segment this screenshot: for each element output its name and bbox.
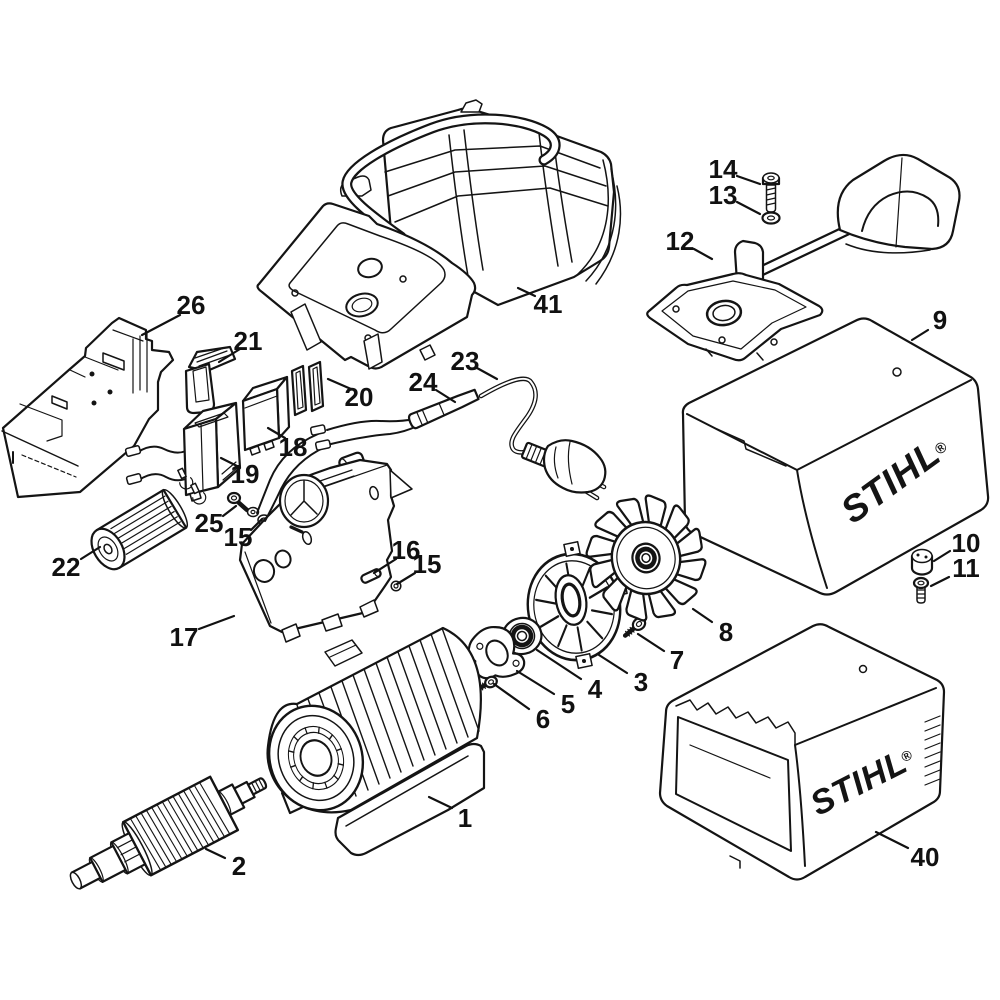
leader-line-9	[910, 328, 930, 342]
leader-line-17	[197, 614, 236, 631]
leader-line-2	[204, 847, 227, 860]
part-number-22: 22	[52, 552, 81, 582]
leader-line-24	[434, 388, 457, 404]
part-number-20: 20	[345, 382, 374, 412]
part-number-21: 21	[234, 326, 263, 356]
leader-line-10	[932, 549, 952, 563]
dial	[278, 473, 330, 529]
part-11-screw	[912, 576, 930, 604]
part-number-41: 41	[534, 289, 563, 319]
part-22-capacitor	[90, 488, 189, 571]
part-number-6: 6	[536, 704, 550, 734]
part-25-screw	[226, 491, 250, 513]
part-20-contact-clips	[290, 360, 325, 417]
leader-line-40	[874, 830, 910, 850]
part-8-fan-wheel	[584, 493, 708, 623]
leader-line-23	[475, 366, 499, 381]
part-number-18: 18	[279, 432, 308, 462]
part-10-bushing	[910, 548, 934, 576]
leader-line-5	[515, 669, 556, 696]
leader-line-11	[929, 575, 951, 588]
leader-line-16	[372, 557, 398, 575]
part-number-12: 12	[666, 226, 695, 256]
leader-line-25	[221, 504, 238, 518]
part-number-7: 7	[670, 645, 684, 675]
part-26-switch-housing	[1, 316, 175, 499]
part-23-power-cord	[256, 376, 607, 522]
leader-line-26	[140, 313, 182, 337]
leader-line-15	[249, 517, 264, 532]
part-number-14: 14	[709, 154, 738, 184]
part-number-23: 23	[451, 346, 480, 376]
part-number-3: 3	[634, 667, 648, 697]
leader-line-21	[217, 347, 242, 364]
part-21-switch-lever	[184, 345, 237, 415]
leader-line-8	[691, 607, 714, 624]
leader-line-14	[735, 174, 762, 186]
leader-line-22	[79, 545, 102, 561]
part-number-1: 1	[458, 803, 472, 833]
carbon-brush	[177, 467, 194, 490]
part-18-module	[241, 375, 291, 456]
leader-line-13	[735, 200, 762, 216]
part-13-washer	[761, 211, 781, 225]
part-number-2: 2	[232, 851, 246, 881]
part-number-16: 16	[392, 535, 421, 565]
leader-line-3	[597, 653, 629, 675]
leader-line-7	[636, 632, 666, 653]
leader-line-12	[692, 247, 714, 261]
part-number-9: 9	[933, 305, 947, 335]
part-12-handle-bracket	[646, 153, 961, 362]
part-number-24: 24	[409, 367, 438, 397]
part-number-17: 17	[170, 622, 199, 652]
part-14-screw	[761, 172, 781, 213]
part-number-10: 10	[952, 528, 981, 558]
part-number-15: 15	[224, 522, 253, 552]
part-number-25: 25	[195, 508, 224, 538]
plug	[542, 439, 607, 501]
part-number-40: 40	[911, 842, 940, 872]
part-17-support-plate	[238, 451, 413, 643]
part-number-11: 11	[952, 553, 980, 583]
part-24-cord-sleeve	[407, 388, 480, 430]
carbon-brush	[190, 482, 207, 505]
leader-line-19	[219, 456, 239, 468]
part-number-13: 13	[709, 180, 738, 210]
leader-line-18	[266, 426, 287, 440]
part-19-brush-holder	[124, 401, 242, 505]
leader-line-20	[326, 377, 353, 391]
leader-line-1	[427, 795, 454, 810]
part-1-stator	[266, 626, 486, 857]
part-40-rear-cover: STIHL ®	[658, 623, 946, 881]
part-number-15: 15	[413, 549, 442, 579]
part-2-armature	[69, 775, 268, 890]
part-9-motor-cover: STIHL ®	[681, 317, 990, 596]
leader-line-4	[535, 648, 583, 681]
part-number-5: 5	[561, 689, 575, 719]
part-number-4: 4	[588, 674, 603, 704]
part-number-8: 8	[719, 617, 733, 647]
part-41-housing-top	[256, 99, 622, 370]
lead-wire	[124, 445, 189, 485]
part-5-retainer-plate	[467, 626, 526, 680]
leader-line-41	[516, 286, 537, 298]
leader-line-15	[395, 571, 417, 586]
leader-line-6	[492, 682, 531, 711]
part-number-19: 19	[231, 459, 260, 489]
part-number-26: 26	[177, 290, 206, 320]
